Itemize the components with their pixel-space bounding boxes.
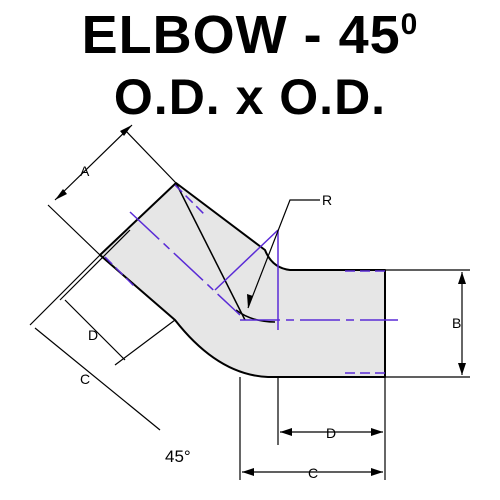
- insertion-depth-line-bottom: [104, 256, 136, 288]
- title-main-text: ELBOW - 45: [81, 5, 401, 65]
- arrow-b-top: [458, 272, 466, 284]
- elbow-body: [99, 182, 386, 378]
- dim-a-line: [54, 124, 133, 201]
- dim-label-d-left: D: [88, 327, 98, 343]
- dim-r-leader: [247, 199, 320, 309]
- elbow-seam: [175, 182, 246, 321]
- arrow-r: [247, 294, 253, 308]
- arrow-b-bottom: [458, 363, 466, 375]
- elbow-throat: [235, 309, 276, 323]
- dim-label-a: A: [80, 163, 90, 179]
- arrow-c-bottom-left: [242, 468, 254, 476]
- dim-d-left-ext: [59, 229, 131, 301]
- angle-label: 45°: [165, 447, 191, 466]
- dim-label-c-left: C: [80, 371, 90, 387]
- arrow-d-bottom-left: [280, 428, 292, 436]
- centerlines: [104, 184, 398, 374]
- arrow-d-bottom-right: [371, 428, 383, 436]
- title-degree-superscript: 0: [400, 8, 419, 41]
- dim-a-ext1: [47, 204, 101, 256]
- insertion-depth-line-top: [174, 184, 206, 216]
- diagram-title-line2: O.D. x O.D.: [113, 69, 387, 125]
- dim-c-left-ext1: [29, 254, 101, 326]
- dimension-lines: [29, 124, 470, 480]
- dim-a-ext2: [124, 129, 177, 184]
- dim-d-left-line: [64, 299, 126, 361]
- dim-label-c-bottom: C: [308, 465, 318, 481]
- dim-c-left-ext2: [114, 319, 176, 366]
- arrow-a-1: [55, 189, 67, 200]
- arrow-a-2: [120, 125, 132, 136]
- dim-label-r: R: [322, 192, 332, 208]
- dim-c-left-line: [34, 327, 161, 431]
- arrow-c-bottom-right: [371, 468, 383, 476]
- diagram-title-line1: ELBOW - 450: [0, 8, 500, 62]
- dim-label-b: B: [452, 315, 461, 331]
- dim-label-d-bottom: D: [326, 425, 336, 441]
- arrowheads: [55, 125, 466, 476]
- centerline-angled: [129, 211, 241, 316]
- radius-construction-line: [214, 229, 279, 291]
